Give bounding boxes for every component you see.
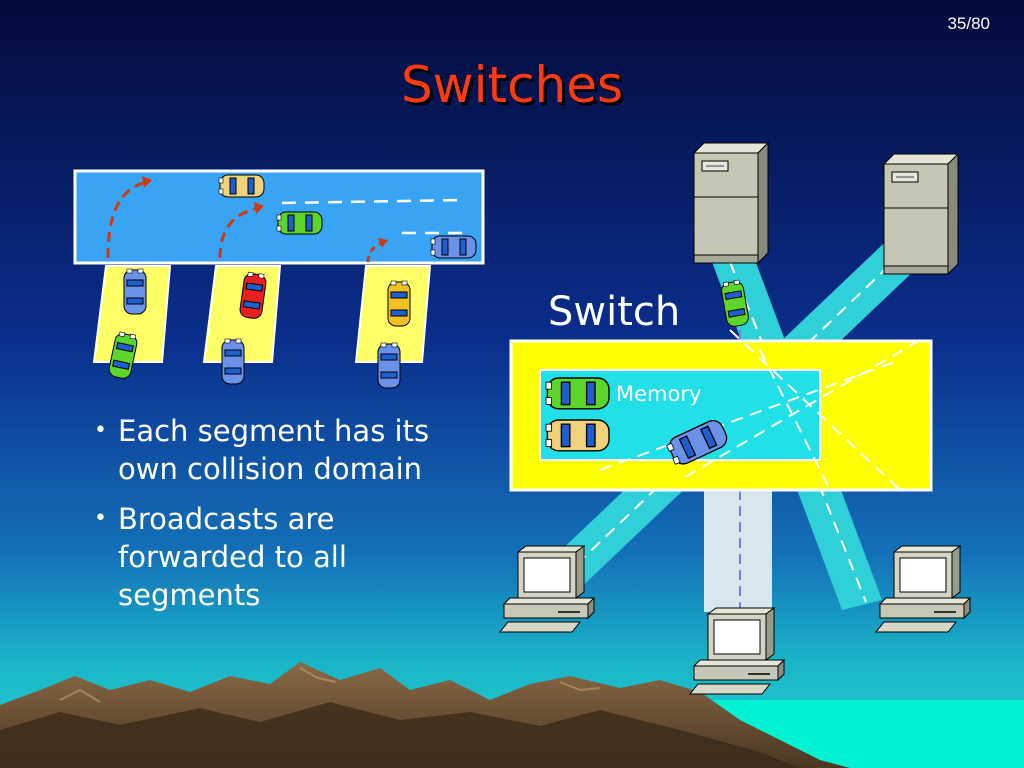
car-icon bbox=[276, 211, 323, 235]
switch-label: Switch bbox=[548, 289, 680, 335]
car-icon bbox=[218, 174, 265, 198]
car-icon bbox=[430, 235, 477, 259]
bullet-item: Each segment has its own collision domai… bbox=[94, 412, 474, 488]
turn-arrow-icon bbox=[218, 206, 259, 259]
car-icon bbox=[545, 377, 610, 410]
switch-network: Memory Switch bbox=[499, 142, 971, 695]
desktop-computer-icon bbox=[499, 545, 595, 633]
turn-arrow-icon bbox=[366, 241, 383, 263]
car-icon bbox=[377, 342, 401, 389]
slide-title: Switches bbox=[400, 56, 624, 114]
turn-arrow-icon bbox=[106, 180, 147, 259]
car-icon bbox=[123, 268, 147, 315]
bullet-list: Each segment has its own collision domai… bbox=[94, 412, 474, 626]
car-icon bbox=[221, 338, 245, 385]
car-icon bbox=[545, 419, 610, 452]
server-icon bbox=[883, 153, 959, 275]
bullet-item: Broadcasts are forwarded to all segments bbox=[94, 500, 474, 614]
desktop-computer-icon bbox=[875, 545, 971, 633]
car-icon bbox=[387, 280, 411, 327]
memory-label: Memory bbox=[616, 382, 701, 406]
bridge-road-analogy bbox=[73, 169, 485, 389]
slide-number: 35/80 bbox=[947, 14, 990, 33]
link-pc-center bbox=[704, 488, 772, 612]
server-icon bbox=[693, 142, 769, 264]
desktop-computer-icon bbox=[689, 607, 785, 695]
